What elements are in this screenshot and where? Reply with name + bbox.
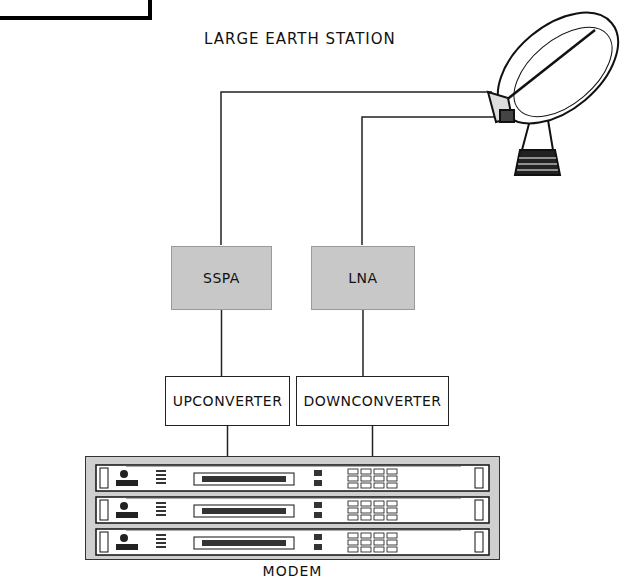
dish-antenna [477, 0, 623, 175]
modem-rack: MODEM [85, 456, 500, 560]
modem-units [86, 457, 501, 561]
diagram-title: LARGE EARTH STATION [204, 30, 396, 48]
equipment-box: SSPA [171, 246, 272, 310]
signal-line [227, 426, 229, 456]
equipment-box: UPCONVERTER [165, 376, 290, 426]
box-label: LNA [348, 270, 377, 286]
box-label: UPCONVERTER [173, 393, 283, 409]
feed-wire [221, 92, 500, 245]
corner-frame [0, 0, 152, 20]
signal-line [372, 426, 374, 456]
box-label: DOWNCONVERTER [303, 393, 441, 409]
box-label: MODEM [263, 563, 323, 579]
box-label: SSPA [203, 270, 240, 286]
equipment-box: LNA [311, 246, 415, 310]
signal-line [362, 310, 364, 376]
equipment-box: DOWNCONVERTER [296, 376, 449, 426]
signal-line [221, 310, 223, 376]
